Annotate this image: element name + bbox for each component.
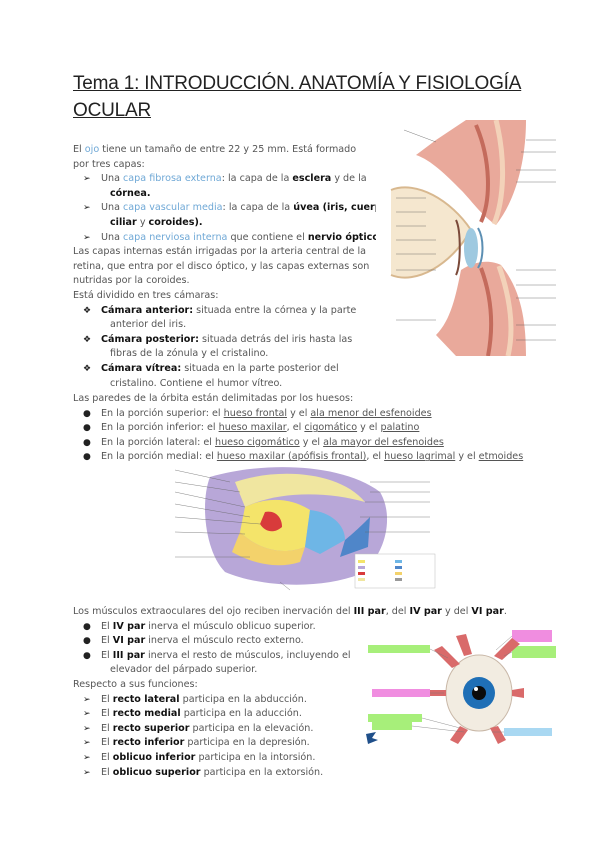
- bullet-dot-icon: ●: [83, 621, 91, 632]
- bullet-dot-icon: ●: [83, 423, 91, 434]
- diamond-bullet-icon: ❖: [83, 334, 92, 345]
- bullet-dot-icon: ●: [83, 452, 91, 463]
- orbit-bones-figure: [170, 462, 438, 592]
- arrow-bullet-icon: ➢: [83, 723, 91, 734]
- musculos-section: Los músculos extraoculares del ojo recib…: [73, 605, 543, 780]
- arrow-bullet-icon: ➢: [83, 174, 91, 185]
- orbita-section: Las paredes de la órbita están delimitad…: [73, 392, 543, 465]
- extraocular-muscles-figure: [364, 628, 560, 754]
- arrow-bullet-icon: ➢: [83, 767, 91, 778]
- bullet-dot-icon: ●: [83, 636, 91, 647]
- intro-paragraph: El ojo tiene un tamaño de entre 22 y 25 …: [73, 144, 389, 389]
- arrow-bullet-icon: ➢: [83, 738, 91, 749]
- arrow-bullet-icon: ➢: [83, 709, 91, 720]
- bullet-dot-icon: ●: [83, 437, 91, 448]
- diamond-bullet-icon: ❖: [83, 363, 92, 374]
- title-line-2: OCULAR: [73, 100, 151, 121]
- bullet-dot-icon: ●: [83, 650, 91, 661]
- eye-cross-section-figure: [376, 120, 566, 356]
- ojo-highlight: ojo: [84, 144, 100, 155]
- page-title: Tema 1: INTRODUCCIÓN. ANATOMÍA Y FISIOLO…: [73, 70, 533, 124]
- title-line-1: Tema 1: INTRODUCCIÓN. ANATOMÍA Y FISIOLO…: [73, 73, 522, 94]
- arrow-bullet-icon: ➢: [83, 694, 91, 705]
- arrow-bullet-icon: ➢: [83, 232, 91, 243]
- bullet-dot-icon: ●: [83, 408, 91, 419]
- arrow-bullet-icon: ➢: [83, 203, 91, 214]
- diamond-bullet-icon: ❖: [83, 305, 92, 316]
- arrow-bullet-icon: ➢: [83, 752, 91, 763]
